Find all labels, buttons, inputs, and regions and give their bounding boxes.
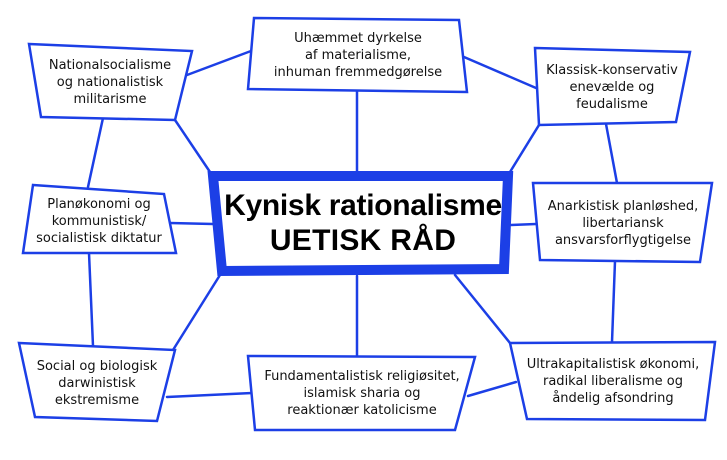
node-mid-right-label: Anarkistisk planløshed, libertariansk an… [547,198,699,248]
connector-center-bottomright [453,273,512,345]
connector-bottomright-bottomcenter [466,380,518,398]
connector-midleft-topleft [86,116,105,189]
node-bottom-center-label: Fundamentalistisk religiøsitet, islamisk… [264,368,460,418]
center-title: Kynisk rationalisme [224,189,502,222]
connector-midright-bottomright [610,259,617,344]
connector-center-topright [508,123,541,174]
connector-center-midright [509,222,538,227]
node-top-box[interactable] [246,16,469,94]
node-top-left-box[interactable] [27,42,194,122]
connector-center-bottomleft [171,273,222,352]
node-mid-right-box[interactable] [531,181,714,264]
node-mid-left-label: Planøkonomi og kommunistisk/ socialistis… [36,196,162,246]
center-subtitle: UETISK RÅD [269,224,457,257]
connector-bottomleft-midleft [87,251,95,348]
node-bottom-right-box[interactable] [508,340,717,422]
node-top-right-label: Klassisk-konservativ enevælde og feudali… [546,62,678,112]
center-node: Kynisk rationalisme UETISK RÅD [222,184,504,264]
connector-center-midleft [168,221,215,226]
node-mid-left-box[interactable] [21,183,178,255]
connector-lines [86,49,619,399]
node-top-label: Uhæmmet dyrkelse af materialisme, inhuma… [273,30,443,80]
node-top-left-label: Nationalsocialisme og nationalistisk mil… [48,57,172,107]
node-bottom-left-box[interactable] [17,341,177,423]
node-bottom-right-label: Ultrakapitalistisk økonomi, radikal libe… [526,356,700,406]
node-bottom-center-box[interactable] [246,354,477,432]
node-bottom-left-label: Social og biologisk darwinistisk ekstrem… [36,358,158,408]
connector-topright-midright [604,122,619,185]
connector-top-topright [462,55,538,90]
connector-topleft-top [185,49,253,77]
node-top-right-box[interactable] [533,46,692,127]
node-shapes [17,16,717,432]
center-box[interactable] [207,171,514,277]
connector-bottomcenter-bottomleft [165,391,254,399]
connector-center-topleft [173,118,212,174]
